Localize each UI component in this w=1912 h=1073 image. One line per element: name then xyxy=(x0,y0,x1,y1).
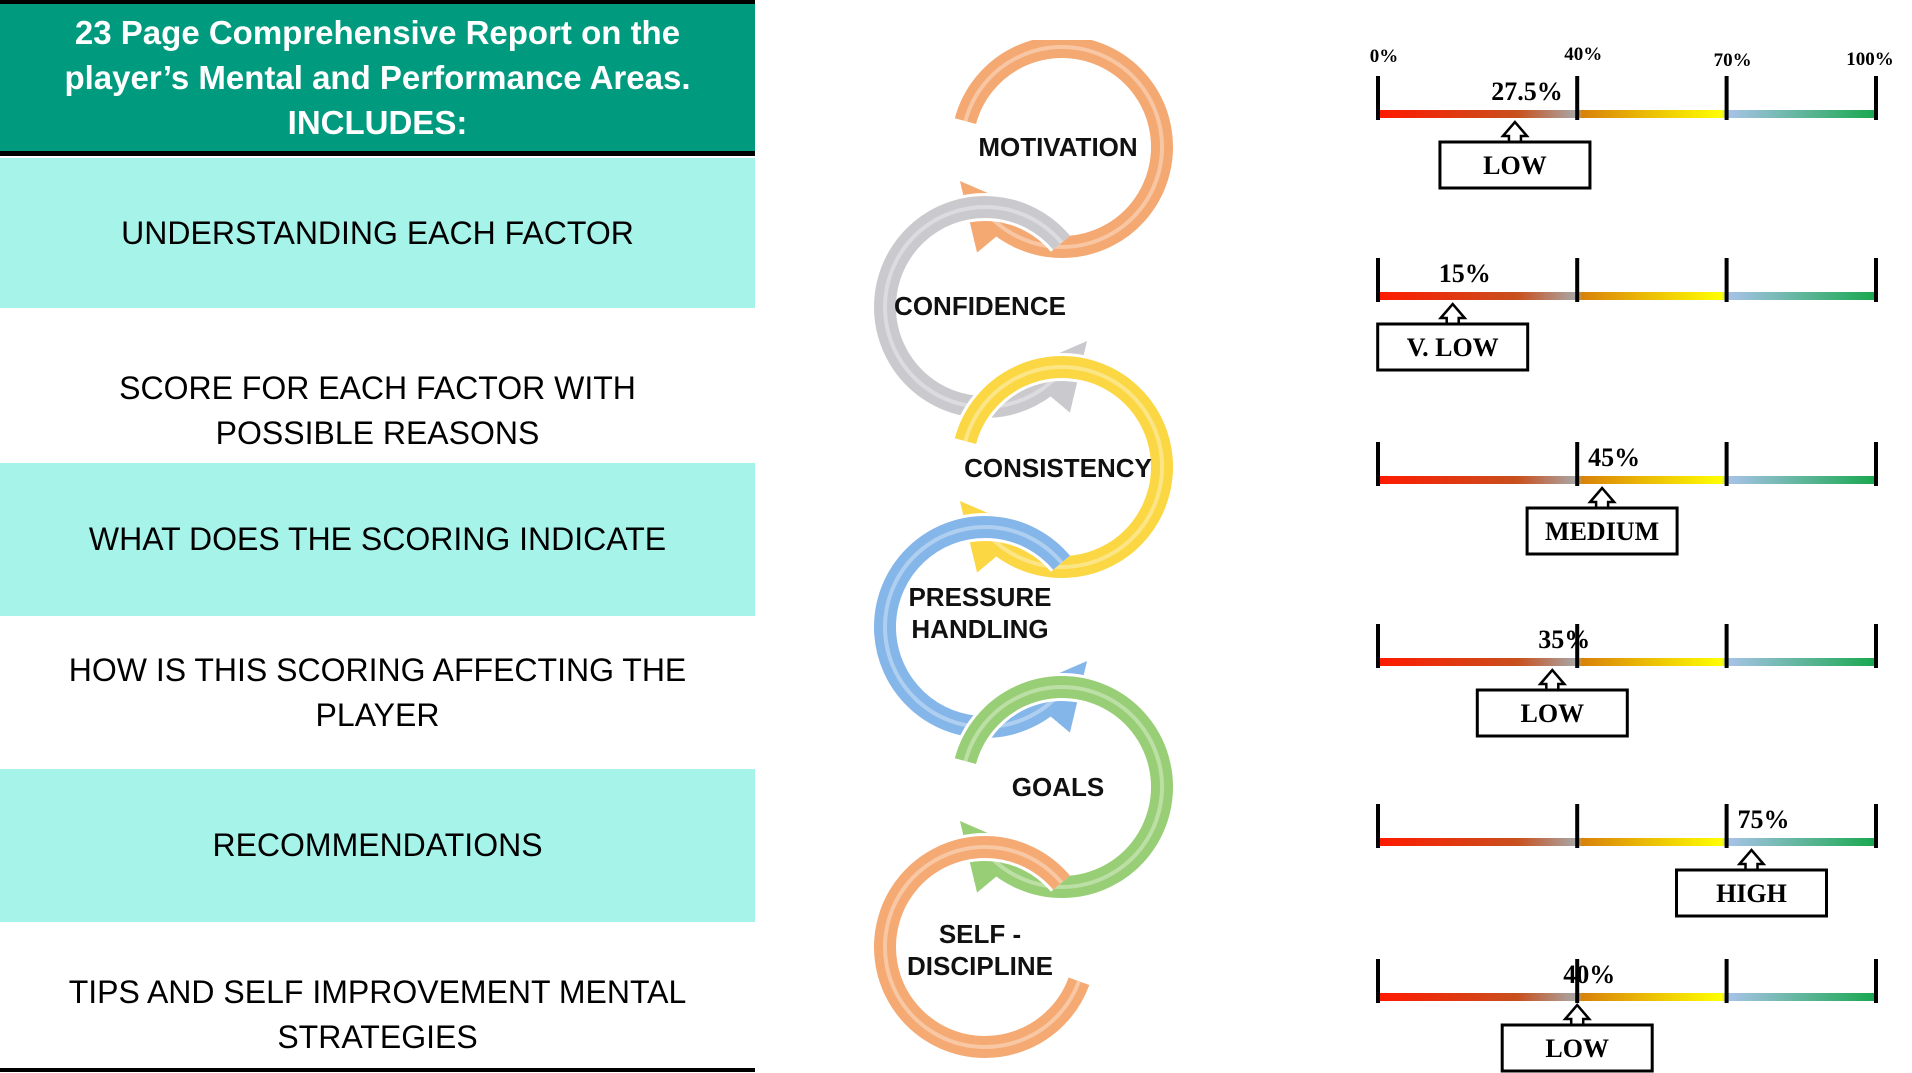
cycle-arrow xyxy=(871,833,1093,1061)
item-label: TIPS AND SELF IMPROVEMENT MENTAL STRATEG… xyxy=(68,974,687,1055)
score-gauge: 27.5% LOW xyxy=(1376,76,1878,190)
gauge-pointer-icon xyxy=(1537,668,1568,692)
score-gauge: 35% LOW xyxy=(1376,624,1878,738)
score-gauge: 45% MEDIUM xyxy=(1376,442,1878,556)
item-label: RECOMMENDATIONS xyxy=(212,827,543,863)
level-label: LOW xyxy=(1483,151,1547,180)
level-label: V. LOW xyxy=(1407,333,1499,362)
factor-cycle-diagram: MOTIVATION CONFIDENCE CONSISTENCY PRESSUREH… xyxy=(871,40,1176,1061)
level-label: LOW xyxy=(1545,1034,1609,1063)
score-gauge: 40% LOW xyxy=(1376,959,1878,1073)
scale-label: 100% xyxy=(1846,49,1894,70)
cycle-arrow xyxy=(951,673,1176,901)
level-box xyxy=(1438,140,1592,190)
gauge-pointer-icon xyxy=(1437,302,1468,326)
item-label: UNDERSTANDING EACH FACTOR xyxy=(121,214,634,251)
level-box xyxy=(1500,1023,1654,1073)
gauge-value: 75% xyxy=(1738,805,1790,834)
gauge-bar xyxy=(1378,292,1876,300)
gauge-bar xyxy=(1378,658,1876,666)
list-item: SCORE FOR EACH FACTOR WITH POSSIBLE REAS… xyxy=(0,308,755,463)
scale-label: 70% xyxy=(1714,50,1752,71)
list-item: TIPS AND SELF IMPROVEMENT MENTAL STRATEG… xyxy=(0,922,755,1068)
scale-label: 40% xyxy=(1564,44,1602,65)
level-box xyxy=(1675,868,1828,918)
gauge-value: 45% xyxy=(1588,443,1640,472)
score-gauges: 0% 40% 70% 100% 27.5% LOW 15% V. LOW 45% MEDIUM 35… xyxy=(1370,44,1894,1073)
level-box xyxy=(1475,688,1629,738)
gauge-pointer-icon xyxy=(1587,486,1617,510)
gauge-bar xyxy=(1378,993,1876,1001)
factor-label: CONFIDENCE xyxy=(894,291,1066,321)
level-box xyxy=(1525,506,1679,556)
table-header: 23 Page Comprehensive Report on the play… xyxy=(0,0,755,156)
scale-label: 0% xyxy=(1370,46,1399,67)
gauge-value: 15% xyxy=(1439,259,1491,288)
gauge-pointer-icon xyxy=(1500,120,1530,144)
gauge-value: 40% xyxy=(1563,960,1615,989)
list-item: RECOMMENDATIONS xyxy=(0,769,755,922)
cycle-arrow xyxy=(951,40,1176,261)
factor-label: CONSISTENCY xyxy=(964,453,1152,483)
score-gauge: 75% HIGH xyxy=(1376,804,1878,918)
list-item: HOW IS THIS SCORING AFFECTING THE PLAYER xyxy=(0,616,755,769)
item-label: SCORE FOR EACH FACTOR WITH POSSIBLE REAS… xyxy=(119,369,636,451)
level-box xyxy=(1376,322,1530,372)
factor-label: PRESSURE xyxy=(908,582,1051,612)
header-title: 23 Page Comprehensive Report on the play… xyxy=(64,14,691,141)
level-label: MEDIUM xyxy=(1545,517,1659,546)
level-label: HIGH xyxy=(1716,879,1787,908)
gauge-pointer-icon xyxy=(1736,848,1767,872)
level-label: LOW xyxy=(1521,699,1585,728)
factor-label: HANDLING xyxy=(911,614,1048,644)
factor-label: DISCIPLINE xyxy=(907,951,1053,981)
factor-label: SELF - xyxy=(939,919,1021,949)
list-item: WHAT DOES THE SCORING INDICATE xyxy=(0,463,755,616)
item-label: HOW IS THIS SCORING AFFECTING THE PLAYER xyxy=(68,651,687,733)
score-gauge: 15% V. LOW xyxy=(1376,258,1878,372)
item-label: WHAT DOES THE SCORING INDICATE xyxy=(88,521,667,557)
gauge-value: 27.5% xyxy=(1491,77,1563,106)
gauge-bar xyxy=(1378,476,1876,484)
bottom-divider xyxy=(0,1068,755,1072)
gauge-pointer-icon xyxy=(1562,1003,1592,1027)
gauge-bar xyxy=(1378,110,1876,118)
list-item: UNDERSTANDING EACH FACTOR xyxy=(0,158,755,308)
factor-label: GOALS xyxy=(1012,772,1104,802)
gauge-value: 35% xyxy=(1538,625,1590,654)
gauge-bar xyxy=(1378,838,1876,846)
includes-table: 23 Page Comprehensive Report on the play… xyxy=(0,0,755,1073)
cycle-arrow xyxy=(951,353,1176,581)
factor-label: MOTIVATION xyxy=(978,132,1137,162)
